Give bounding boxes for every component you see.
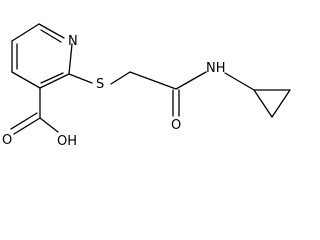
cyclopropyl-ring <box>253 89 291 118</box>
cyclopropyl-bond-3 <box>253 89 273 118</box>
ring-double-bond-inner-1 <box>40 72 64 84</box>
bond-cooh-c-oh <box>39 117 59 133</box>
atom-label-thioether-s: S <box>96 77 104 92</box>
cyclopropyl-bond-2 <box>271 89 291 118</box>
bond-nh-cyclopropyl <box>224 72 255 91</box>
bond-c2-s <box>68 73 93 84</box>
ring-bond-n1-c2 <box>68 43 73 75</box>
atom-label-pyridine-n: N <box>68 34 78 49</box>
ring-bond-c2-c3 <box>39 73 70 89</box>
atom-label-amide-nh: NH <box>206 61 226 76</box>
atom-label-carboxyl-o: O <box>2 133 12 148</box>
bond-s-ch2 <box>110 71 131 85</box>
bond-ch2-carbonyl <box>129 71 177 90</box>
atom-label-carboxyl-oh: OH <box>57 134 77 149</box>
ring-double-bond-inner-3 <box>40 29 62 43</box>
ring-bond-c3-c4 <box>11 71 41 89</box>
chemical-structure: N S NH O OH O <box>2 23 291 149</box>
pyridine-ring <box>11 23 73 89</box>
ring-bond-c5-c6 <box>11 23 40 42</box>
ring-bond-c6-n1 <box>38 23 65 39</box>
bond-cooh-c-o-2 <box>10 112 38 130</box>
bond-cooh-c-o-1 <box>13 117 41 135</box>
atom-label-amide-o: O <box>171 118 181 133</box>
bond-carbonyl-nh <box>175 71 207 90</box>
